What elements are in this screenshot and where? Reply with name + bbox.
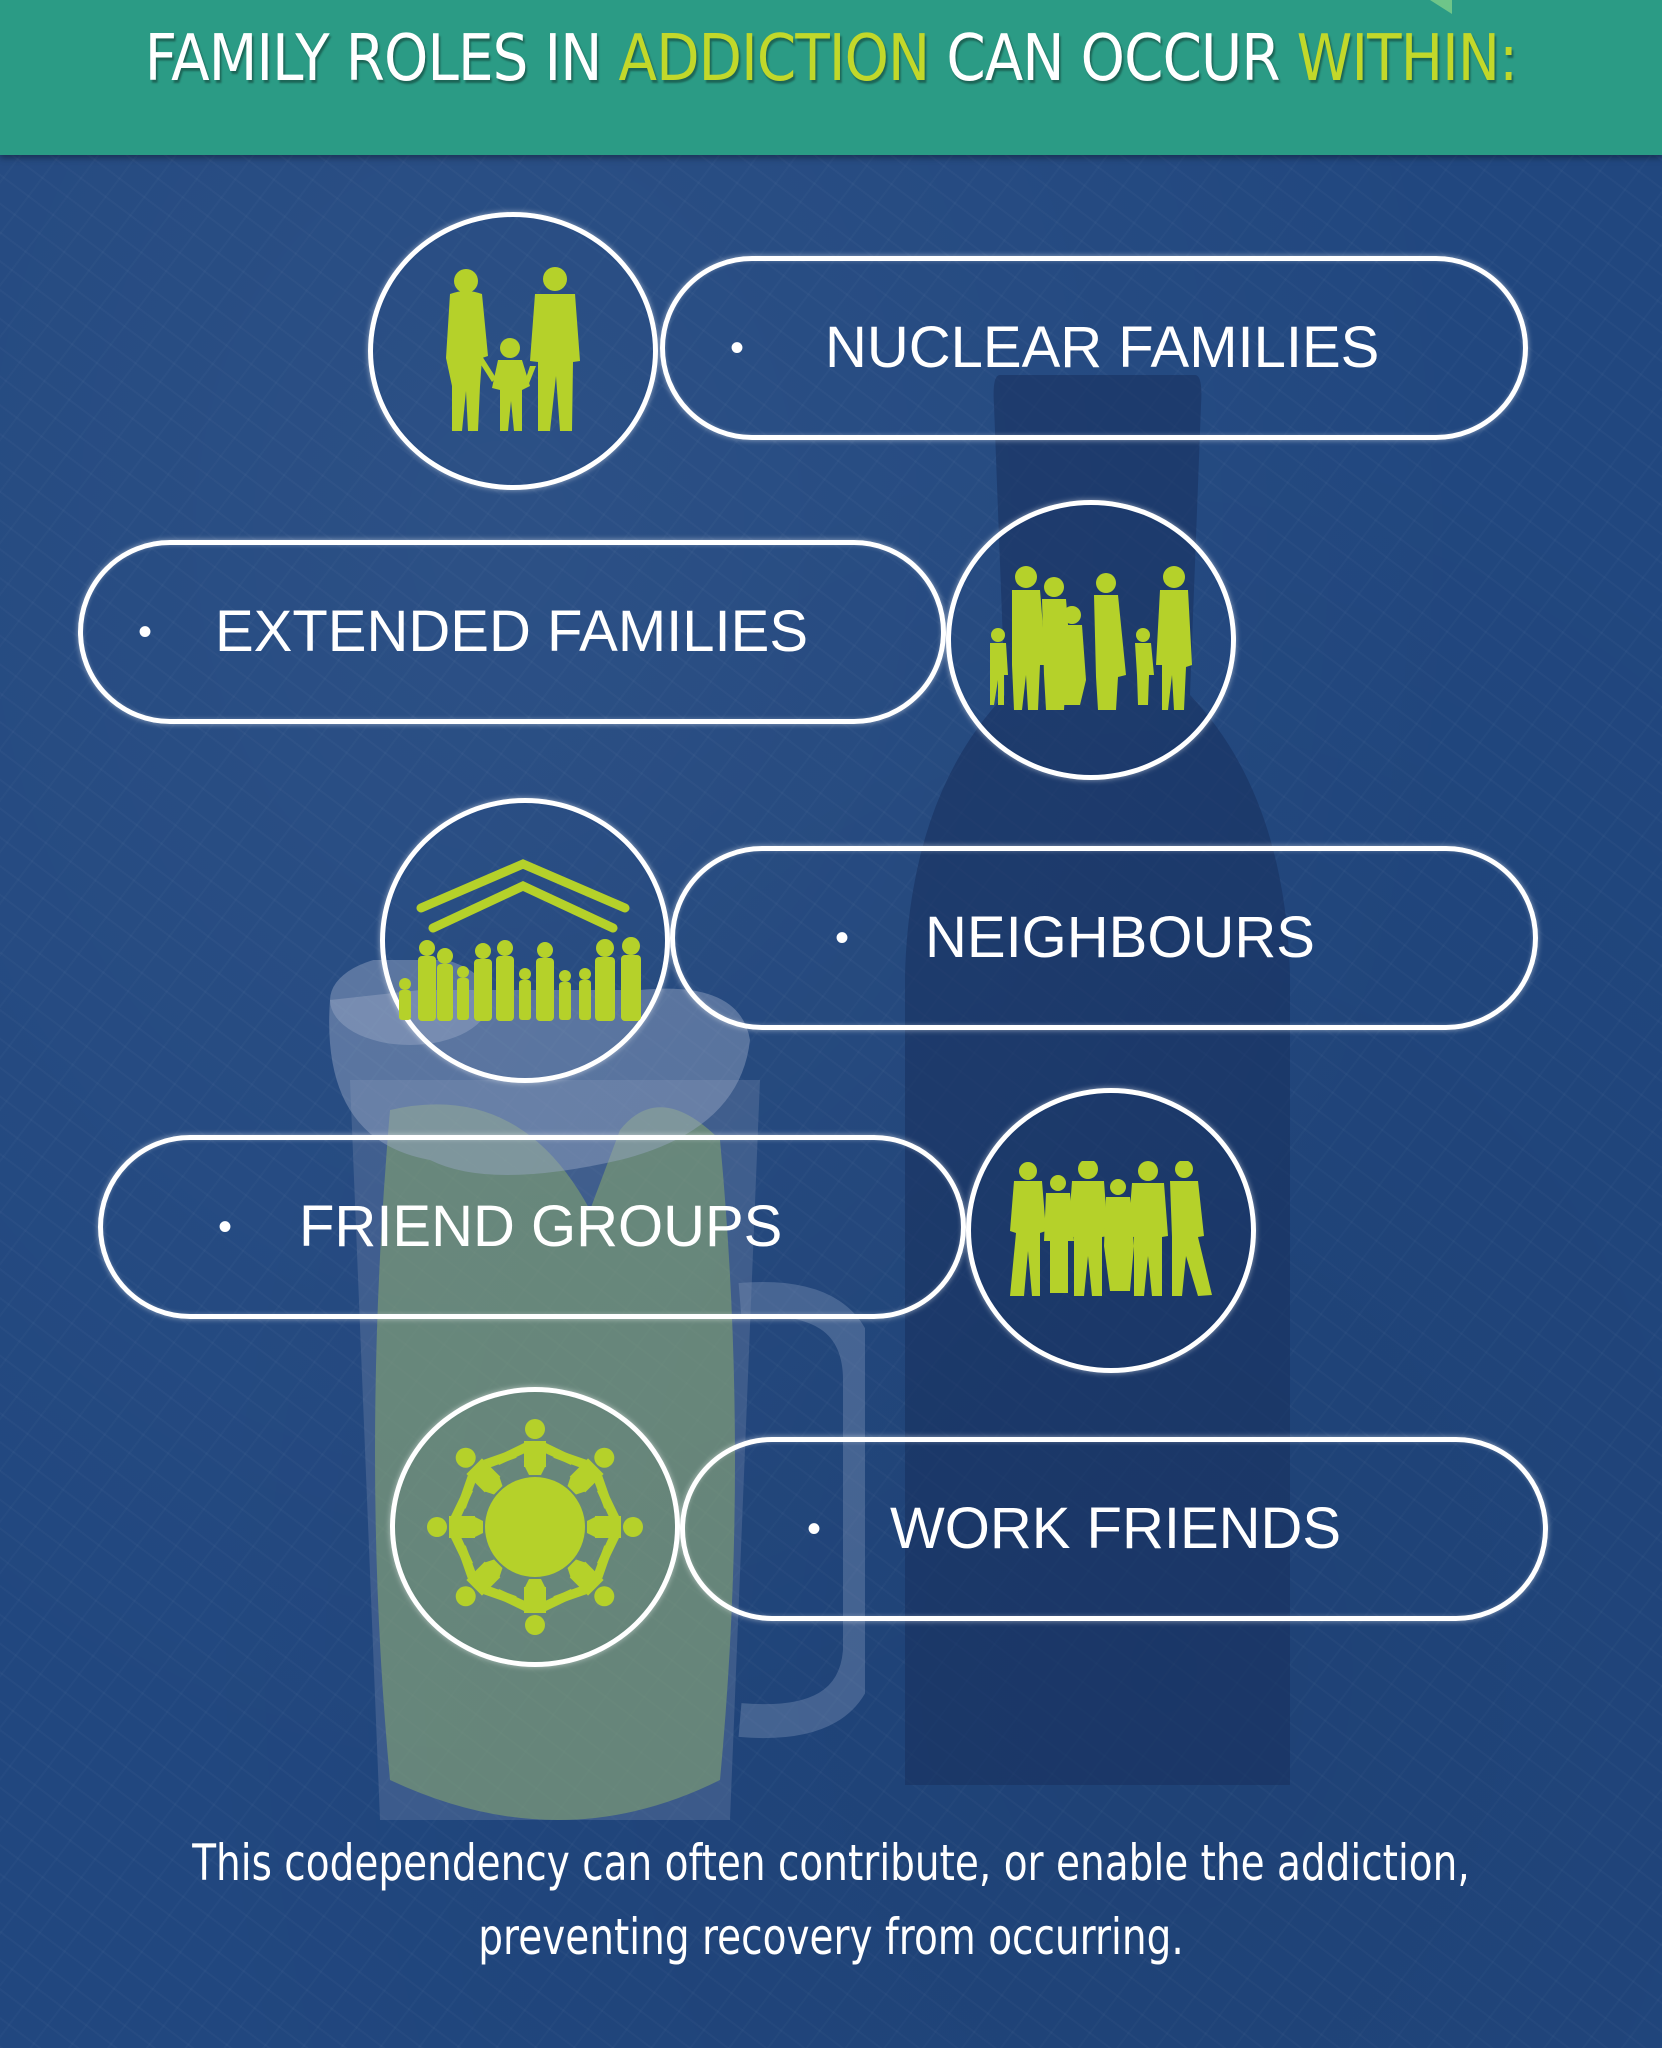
footer-line-1: This codependency can often contribute, … (192, 1834, 1470, 1892)
nuclear-family-icon (446, 267, 580, 431)
item-label-work-friends: WORK FRIENDS (890, 1496, 1342, 1561)
icon-circle-friend-groups (966, 1088, 1256, 1373)
neighbourhood-house-icon (398, 858, 641, 1021)
bullet: • (218, 1205, 233, 1249)
header-banner: FAMILY ROLES IN ADDICTION CAN OCCUR WITH… (0, 0, 1662, 155)
pill-nuclear-families: • NUCLEAR FAMILIES (660, 256, 1528, 440)
corner-accent (1430, 0, 1452, 14)
textured-background (0, 155, 1662, 2048)
icon-circle-nuclear-families (368, 212, 658, 490)
item-label-neighbours: NEIGHBOURS (925, 905, 1315, 970)
title-part: FAMILY ROLES IN (144, 22, 619, 96)
footer-note: This codependency can often contribute, … (183, 1826, 1479, 1974)
item-label-friend-groups: FRIEND GROUPS (299, 1194, 783, 1259)
bullet: • (835, 916, 850, 960)
pill-work-friends: • WORK FRIENDS (680, 1437, 1548, 1621)
pill-extended-families: • EXTENDED FAMILIES (78, 540, 946, 724)
pill-friend-groups: • FRIEND GROUPS (98, 1135, 966, 1319)
bullet: • (807, 1507, 822, 1551)
bullet: • (730, 326, 745, 370)
item-label-nuclear-families: NUCLEAR FAMILIES (825, 315, 1380, 380)
icon-circle-work-friends (390, 1387, 680, 1667)
people-circle-icon (427, 1419, 643, 1635)
extended-family-icon (990, 566, 1192, 710)
icon-circle-neighbours (380, 798, 670, 1083)
friend-group-icon (1010, 1160, 1212, 1296)
bullet: • (138, 610, 153, 654)
title-highlight-within: WITHIN: (1296, 22, 1518, 96)
title-highlight-addiction: ADDICTION (618, 22, 931, 96)
page-title: FAMILY ROLES IN ADDICTION CAN OCCUR WITH… (100, 22, 1563, 96)
item-label-extended-families: EXTENDED FAMILIES (215, 599, 809, 664)
icon-circle-extended-families (946, 500, 1236, 780)
pill-neighbours: • NEIGHBOURS (670, 846, 1538, 1030)
title-part: CAN OCCUR (929, 22, 1297, 96)
footer-line-2: preventing recovery from occurring. (478, 1908, 1184, 1966)
